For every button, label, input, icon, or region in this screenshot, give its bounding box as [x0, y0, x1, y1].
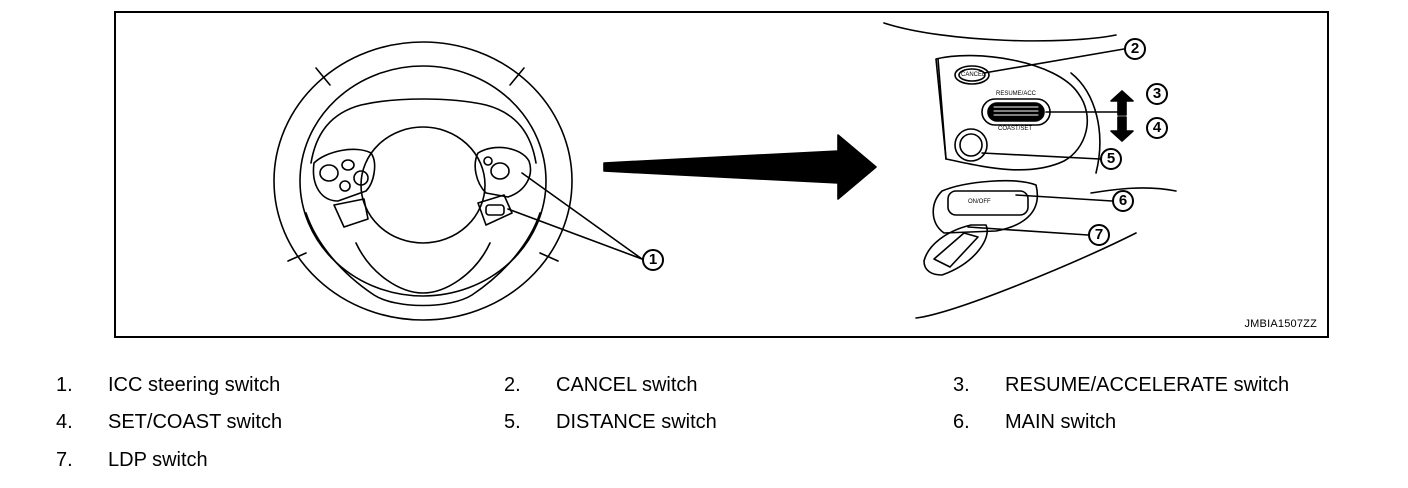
legend-label: LDP switch	[108, 449, 208, 471]
legend-number: 1.	[56, 374, 73, 396]
legend-number: 4.	[56, 411, 73, 433]
legend-number: 2.	[504, 374, 521, 396]
legend-label: MAIN switch	[1005, 411, 1117, 433]
arrow-up	[1110, 90, 1134, 116]
figure-code: JMBIA1507ZZ	[1244, 318, 1317, 330]
resume-label: RESUME/ACC	[996, 91, 1037, 97]
callout-7: 7	[1088, 224, 1110, 246]
leader-line-1b	[507, 208, 643, 260]
diagram-frame: CANCEL RESUME/ACC COAST/SET ON/OFF 1 2 3…	[114, 11, 1329, 338]
switch-panel-closeup	[883, 22, 1177, 319]
legend-number: 5.	[504, 411, 521, 433]
legend-label: SET/COAST switch	[108, 411, 283, 433]
steering-wheel	[273, 41, 573, 321]
cancel-button-label: CANCEL	[961, 72, 986, 78]
legend-number: 3.	[953, 374, 970, 396]
legend-label: CANCEL switch	[556, 374, 698, 396]
legend-number: 7.	[56, 449, 73, 471]
callout-3: 3	[1146, 83, 1168, 105]
callout-5: 5	[1100, 148, 1122, 170]
leader-line-5	[981, 152, 1101, 160]
legend-label: ICC steering switch	[108, 374, 281, 396]
callout-1: 1	[642, 249, 664, 271]
callout-4: 4	[1146, 117, 1168, 139]
leader-line-1a	[521, 172, 643, 260]
legend-number: 6.	[953, 411, 970, 433]
direction-arrow	[603, 134, 877, 200]
steering-switch-illustration	[273, 22, 1177, 321]
main-button-label: ON/OFF	[968, 199, 991, 205]
callout-2: 2	[1124, 38, 1146, 60]
callout-6: 6	[1112, 190, 1134, 212]
set-label: COAST/SET	[998, 126, 1033, 132]
legend-label: DISTANCE switch	[556, 411, 717, 433]
leader-line-6	[1015, 194, 1113, 202]
leader-line-7	[967, 226, 1089, 236]
arrow-down	[1110, 116, 1134, 142]
leader-line-2	[983, 48, 1125, 74]
legend-label: RESUME/ACCELERATE switch	[1005, 374, 1290, 396]
